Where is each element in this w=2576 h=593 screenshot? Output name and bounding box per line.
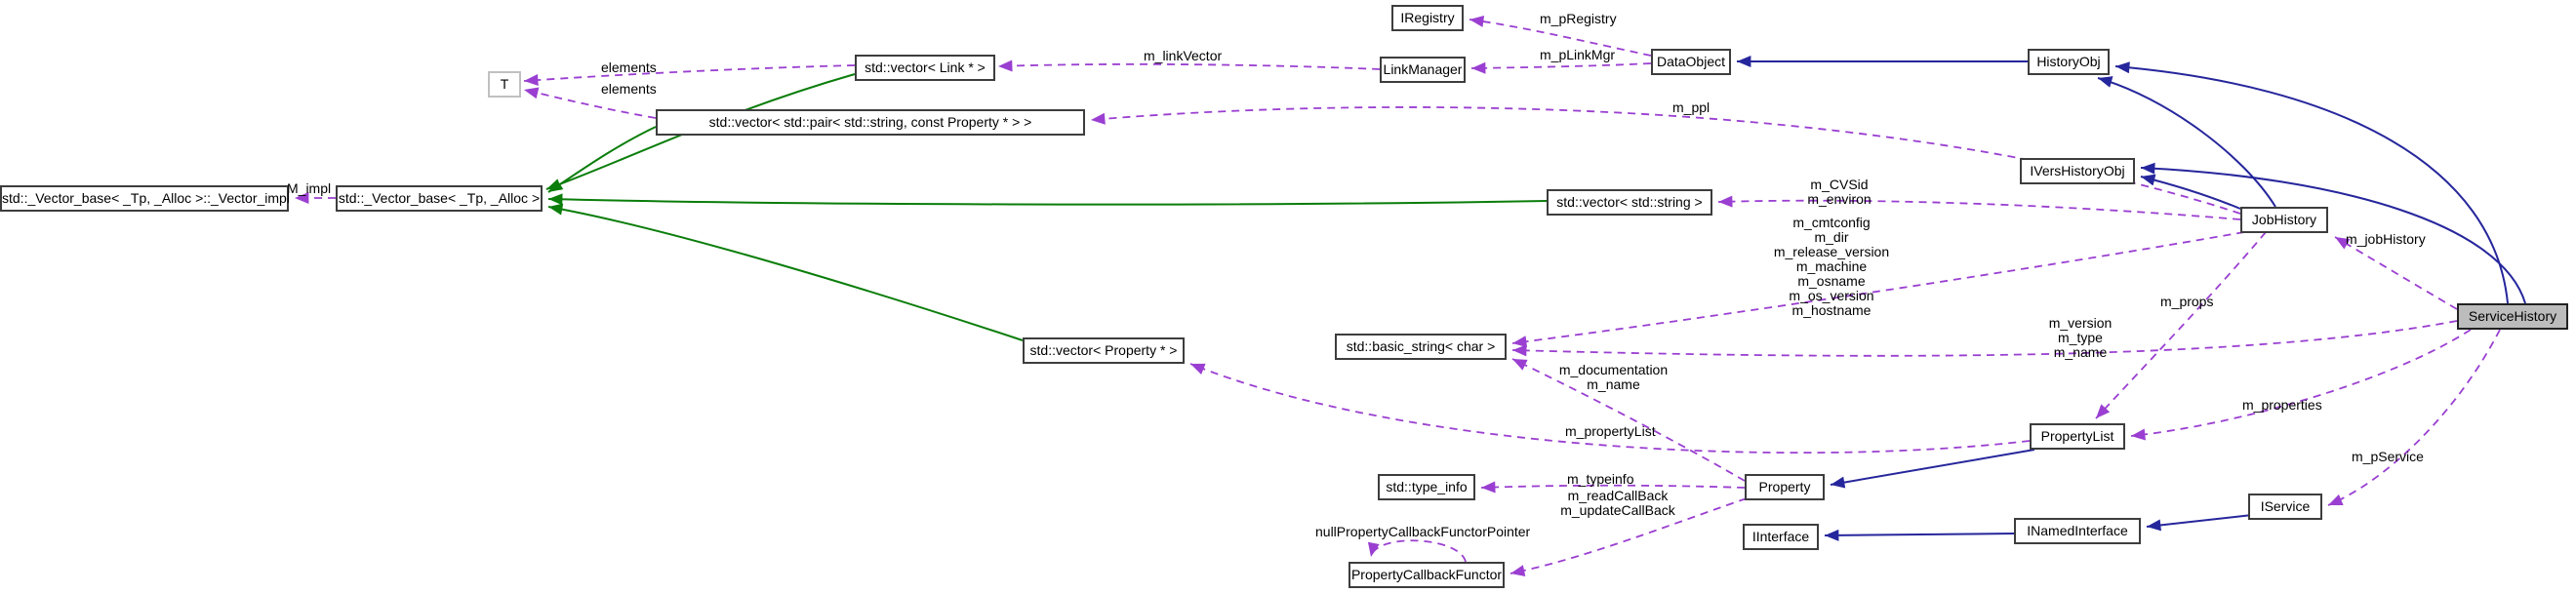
edge-m-pService	[2327, 329, 2501, 506]
edge-jobhistory-ivershistoryobj	[2140, 174, 2241, 210]
node-vector-pair[interactable]: std::vector< std::pair< std::string, con…	[656, 109, 1085, 136]
edge-m-props	[2095, 231, 2267, 419]
edge-label-m-callbacks: m_readCallBack m_updateCallBack	[1560, 488, 1675, 518]
edge-label-m-ppl: m_ppl	[1672, 99, 1711, 115]
edge-elements-vector-pair	[523, 87, 657, 119]
edge-label-elements-bottom: elements	[601, 81, 657, 97]
edge-propertylist-property	[1830, 449, 2035, 489]
edge-vector-pair-base	[547, 126, 657, 193]
edge-m-svc-strings	[1511, 320, 2458, 357]
edge-jobhistory-historyobj	[2097, 76, 2276, 208]
node-vector-property[interactable]: std::vector< Property * >	[1023, 337, 1185, 364]
edge-m-jobHistory	[2334, 236, 2458, 310]
node-basic-string[interactable]: std::basic_string< char >	[1335, 334, 1507, 360]
node-dataobject[interactable]: DataObject	[1651, 49, 1731, 75]
node-linkmanager[interactable]: LinkManager	[1380, 57, 1466, 83]
edge-inamedinterface-iinterface	[1824, 529, 2015, 541]
node-iinterface[interactable]: IInterface	[1743, 524, 1819, 550]
node-iservice[interactable]: IService	[2248, 494, 2322, 520]
edge-label-m-properties: m_properties	[2242, 397, 2322, 413]
edge-label-m-pRegistry: m_pRegistry	[1540, 11, 1617, 26]
edge-label-m-pService: m_pService	[2352, 449, 2424, 464]
node-vector-impl[interactable]: std::_Vector_base< _Tp, _Alloc >::_Vecto…	[0, 185, 290, 212]
edge-iservice-inamedinterface	[2146, 514, 2253, 532]
edge-label-m-svc-strings: m_version m_type m_name	[2048, 315, 2113, 360]
node-servicehistory[interactable]: ServiceHistory	[2457, 303, 2568, 330]
edge-m-typeinfo	[1480, 481, 1746, 494]
edge-elements-vector-link	[523, 64, 856, 87]
edge-label-M-impl: M_impl	[287, 180, 332, 196]
edge-servicehistory-ivershistoryobj	[2140, 162, 2526, 304]
node-propertycallbackfunctor[interactable]: PropertyCallbackFunctor	[1348, 562, 1505, 588]
edge-label-m-typeinfo: m_typeinfo	[1567, 471, 1634, 487]
edge-m-cvsid-environ	[1717, 195, 2241, 220]
edge-m-job-strings	[1511, 231, 2245, 348]
edge-label-m-documentation-name: m_documentation m_name	[1558, 362, 1669, 392]
node-vector-link[interactable]: std::vector< Link * >	[855, 55, 995, 81]
edge-m-propertyList	[1189, 363, 2031, 455]
edge-m-callbacks	[1509, 497, 1748, 576]
node-historyobj[interactable]: HistoryObj	[2028, 49, 2110, 75]
edge-servicehistory-historyobj	[2114, 61, 2509, 304]
node-inamedinterface[interactable]: INamedInterface	[2014, 518, 2141, 544]
edge-m-ppl	[1090, 106, 2241, 215]
edge-label-m-pLinkMgr: m_pLinkMgr	[1540, 47, 1616, 62]
node-type-info[interactable]: std::type_info	[1378, 474, 1475, 500]
node-vector-base[interactable]: std::_Vector_base< _Tp, _Alloc >	[336, 185, 543, 212]
edge-null-functor-self-loop	[1367, 539, 1467, 563]
node-propertylist[interactable]: PropertyList	[2030, 423, 2125, 450]
edge-vector-string-base	[547, 193, 1548, 206]
edge-label-m-cvsid-environ: m_CVSid m_environ	[1807, 177, 1872, 207]
edge-label-m-job-strings: m_cmtconfig m_dir m_release_version m_ma…	[1773, 215, 1890, 318]
node-vector-string[interactable]: std::vector< std::string >	[1547, 189, 1712, 216]
edge-m-properties	[2130, 329, 2472, 441]
edge-label-m-jobHistory: m_jobHistory	[2346, 231, 2426, 247]
node-iregistry[interactable]: IRegistry	[1391, 5, 1464, 31]
edge-label-m-propertyList: m_propertyList	[1565, 423, 1656, 439]
node-template-param-t[interactable]: T	[488, 71, 521, 98]
edge-label-elements-top: elements	[601, 59, 657, 75]
node-property[interactable]: Property	[1745, 474, 1825, 500]
edge-label-m-props: m_props	[2160, 294, 2214, 309]
edge-m-pLinkMgr	[1470, 61, 1652, 74]
edge-vector-property-base	[547, 203, 1024, 341]
edge-m-documentation-name	[1511, 358, 1746, 482]
node-jobhistory[interactable]: JobHistory	[2240, 207, 2328, 233]
edge-m-linkVector	[997, 59, 1381, 72]
edge-label-m-linkVector: m_linkVector	[1144, 48, 1223, 63]
edge-label-null-functor: nullPropertyCallbackFunctorPointer	[1315, 524, 1531, 539]
node-ivershistoryobj[interactable]: IVersHistoryObj	[2020, 158, 2135, 184]
